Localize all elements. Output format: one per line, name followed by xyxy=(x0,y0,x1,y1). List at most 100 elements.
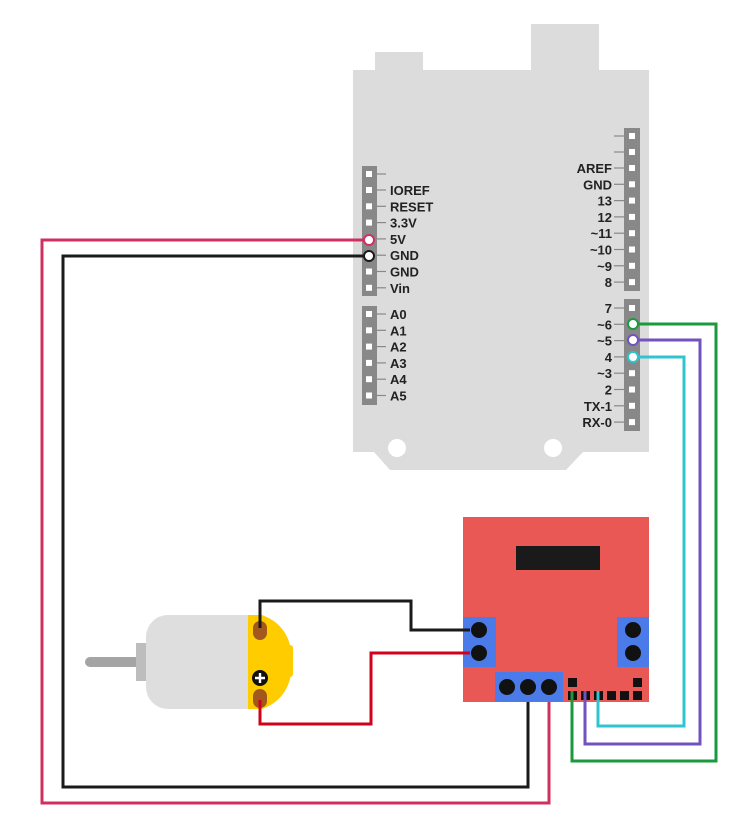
header-digital-low xyxy=(624,299,640,431)
power-jack xyxy=(531,24,599,72)
pin-4-connection xyxy=(627,351,639,363)
motor-body xyxy=(146,615,268,709)
pin-label: 5V xyxy=(390,232,406,247)
header-pin xyxy=(633,691,642,700)
header-pin[interactable] xyxy=(629,213,635,220)
pin-label: ~10 xyxy=(590,243,612,258)
terminal-screw xyxy=(499,679,515,695)
header-digital-high xyxy=(624,128,640,291)
dc-motor xyxy=(85,615,293,709)
pin-5v-connection xyxy=(363,234,375,246)
pin-label: 8 xyxy=(605,275,612,290)
pin-label: ~9 xyxy=(597,259,612,274)
pin-label: AREF xyxy=(577,161,612,176)
pin-label: A0 xyxy=(390,307,407,322)
pin-label: 2 xyxy=(605,383,612,398)
header-pin[interactable] xyxy=(366,219,372,226)
pin-label: RESET xyxy=(390,199,433,214)
terminal-screw xyxy=(625,622,641,638)
wires xyxy=(40,238,718,805)
pin-label: A1 xyxy=(390,323,407,338)
pin-label: A2 xyxy=(390,340,407,355)
wire-pin6[interactable] xyxy=(570,322,718,763)
pin-label: ~6 xyxy=(597,317,612,332)
pin-label: A5 xyxy=(390,389,407,404)
pin-label: 13 xyxy=(598,194,612,209)
header-pin[interactable] xyxy=(629,133,635,139)
pin-label: ~11 xyxy=(591,226,612,241)
pin-label: GND xyxy=(390,248,419,263)
driver-chip xyxy=(516,546,600,570)
header-pin[interactable] xyxy=(366,359,372,366)
motor-tab xyxy=(283,645,293,677)
header-pin xyxy=(620,691,629,700)
pin-label: GND xyxy=(390,265,419,280)
header-pin[interactable] xyxy=(629,181,635,188)
header-pin[interactable] xyxy=(366,376,372,383)
wire-gnd[interactable] xyxy=(61,254,530,789)
motor-driver-board xyxy=(463,517,649,702)
pin-label: A4 xyxy=(390,372,407,387)
wire-motor-black[interactable] xyxy=(258,599,470,632)
motor-shaft xyxy=(85,657,145,667)
header-pin[interactable] xyxy=(366,284,372,291)
usb-connector xyxy=(375,52,423,72)
terminal-screw xyxy=(541,679,557,695)
pin-label: GND xyxy=(583,177,612,192)
wire-pin5[interactable] xyxy=(583,338,702,746)
pin-5-connection xyxy=(627,334,639,346)
terminal-screw xyxy=(520,679,536,695)
header-pin[interactable] xyxy=(366,343,372,350)
motor-lead xyxy=(253,621,267,640)
mount-hole xyxy=(388,439,406,457)
header-pin[interactable] xyxy=(366,311,372,317)
header-pin xyxy=(607,691,616,700)
header-pin xyxy=(568,678,577,687)
wire-5v[interactable] xyxy=(40,238,551,805)
wire-motor-red[interactable] xyxy=(258,651,470,726)
header-pin[interactable] xyxy=(629,419,635,426)
header-pin[interactable] xyxy=(366,203,372,210)
plus-icon-mark xyxy=(255,673,265,683)
header-power xyxy=(362,166,377,296)
header-pin[interactable] xyxy=(629,246,635,253)
header-pin[interactable] xyxy=(629,402,635,409)
header-analog xyxy=(362,306,377,405)
header-pin[interactable] xyxy=(366,268,372,275)
header-pin[interactable] xyxy=(629,386,635,393)
header-pin[interactable] xyxy=(366,327,372,334)
pin-label: Vin xyxy=(390,281,410,296)
header-pin[interactable] xyxy=(629,230,635,237)
motor-bushing xyxy=(136,643,148,681)
pin-6-connection xyxy=(627,318,639,330)
pin-label: 4 xyxy=(605,350,613,365)
pin-label: A3 xyxy=(390,356,407,371)
wire-pin4[interactable] xyxy=(596,355,686,728)
pin-label: ~3 xyxy=(597,366,612,381)
header-pin[interactable] xyxy=(629,305,635,311)
terminal-screw xyxy=(625,645,641,661)
pin-label: 7 xyxy=(605,301,612,316)
header-pin[interactable] xyxy=(629,262,635,269)
header-pin[interactable] xyxy=(366,187,372,193)
header-pin[interactable] xyxy=(366,171,372,177)
mount-hole xyxy=(544,439,562,457)
pin-label: 3.3V xyxy=(390,216,417,231)
header-pin[interactable] xyxy=(629,279,635,286)
header-pin[interactable] xyxy=(629,197,635,204)
pin-gnd-connection xyxy=(363,250,375,262)
header-pin[interactable] xyxy=(629,149,635,155)
pin-label: RX-0 xyxy=(582,415,612,430)
terminal-screw xyxy=(471,622,487,638)
pin-label: 12 xyxy=(598,210,612,225)
header-pin[interactable] xyxy=(366,392,372,399)
terminal-screw xyxy=(471,645,487,661)
board-outline xyxy=(353,70,649,470)
header-pin[interactable] xyxy=(629,370,635,377)
pin-label: ~5 xyxy=(597,334,612,349)
header-pin[interactable] xyxy=(629,165,635,171)
